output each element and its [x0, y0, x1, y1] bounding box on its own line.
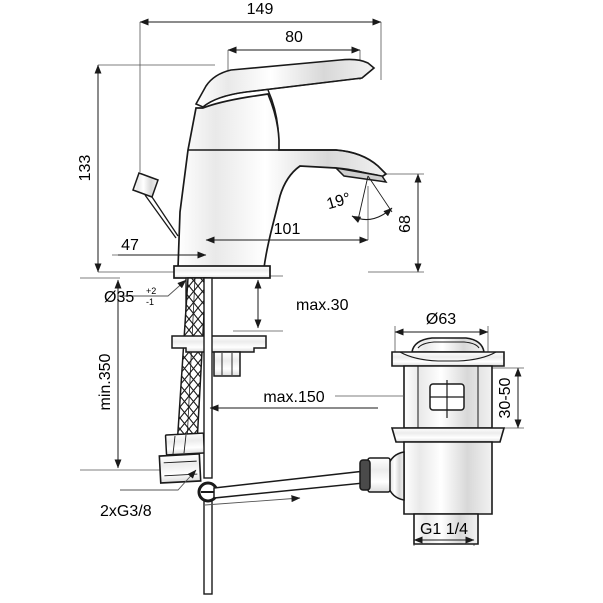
faucet-assembly: [132, 58, 388, 595]
popup-pivot-rod: [213, 469, 375, 499]
lever-handle: [194, 58, 376, 108]
waste-pivot-nut: [367, 457, 391, 493]
waste-stopper-cap: [411, 337, 485, 353]
label-101: 101: [274, 221, 301, 238]
leader-rod: [204, 495, 301, 506]
waste-lower-flange: [390, 427, 506, 443]
mounting-nut: [213, 351, 241, 377]
label-d63: Ø63: [426, 311, 456, 328]
label-d35: Ø35: [104, 289, 134, 306]
label-max150: max.150: [263, 389, 324, 406]
supply-coupling-nut: [158, 453, 202, 484]
leader-d35: [118, 279, 187, 297]
label-3050: 30-50: [497, 377, 514, 418]
faucet-body: [177, 93, 388, 269]
lift-rod-upper: [203, 277, 213, 479]
label-min350: min.350: [97, 353, 114, 410]
label-2xg38: 2xG3/8: [100, 503, 152, 520]
label-80: 80: [285, 29, 303, 46]
label-max30: max.30: [296, 297, 349, 314]
label-68: 68: [397, 215, 414, 233]
waste-drain-assembly: [359, 337, 506, 545]
lift-rod-lower: [203, 495, 213, 595]
mounting-plate: [171, 335, 267, 353]
popup-lever-knob: [132, 172, 159, 198]
label-d35-tol-minus: -1: [146, 297, 154, 307]
leader-2xg38: [120, 469, 197, 491]
label-19deg: 19°: [325, 190, 353, 213]
waste-body-lower: [403, 441, 493, 515]
base-escutcheon: [173, 265, 271, 279]
label-g114: G1 1/4: [420, 521, 468, 538]
label-133: 133: [77, 155, 94, 182]
waste-pivot-cap: [359, 459, 371, 491]
label-47: 47: [121, 237, 139, 254]
waste-flange: [391, 351, 505, 367]
aerator-outlet: [333, 166, 388, 183]
label-d35-tol-plus: +2: [146, 286, 156, 296]
label-149: 149: [247, 1, 274, 18]
dimarc-19deg: [351, 207, 393, 223]
